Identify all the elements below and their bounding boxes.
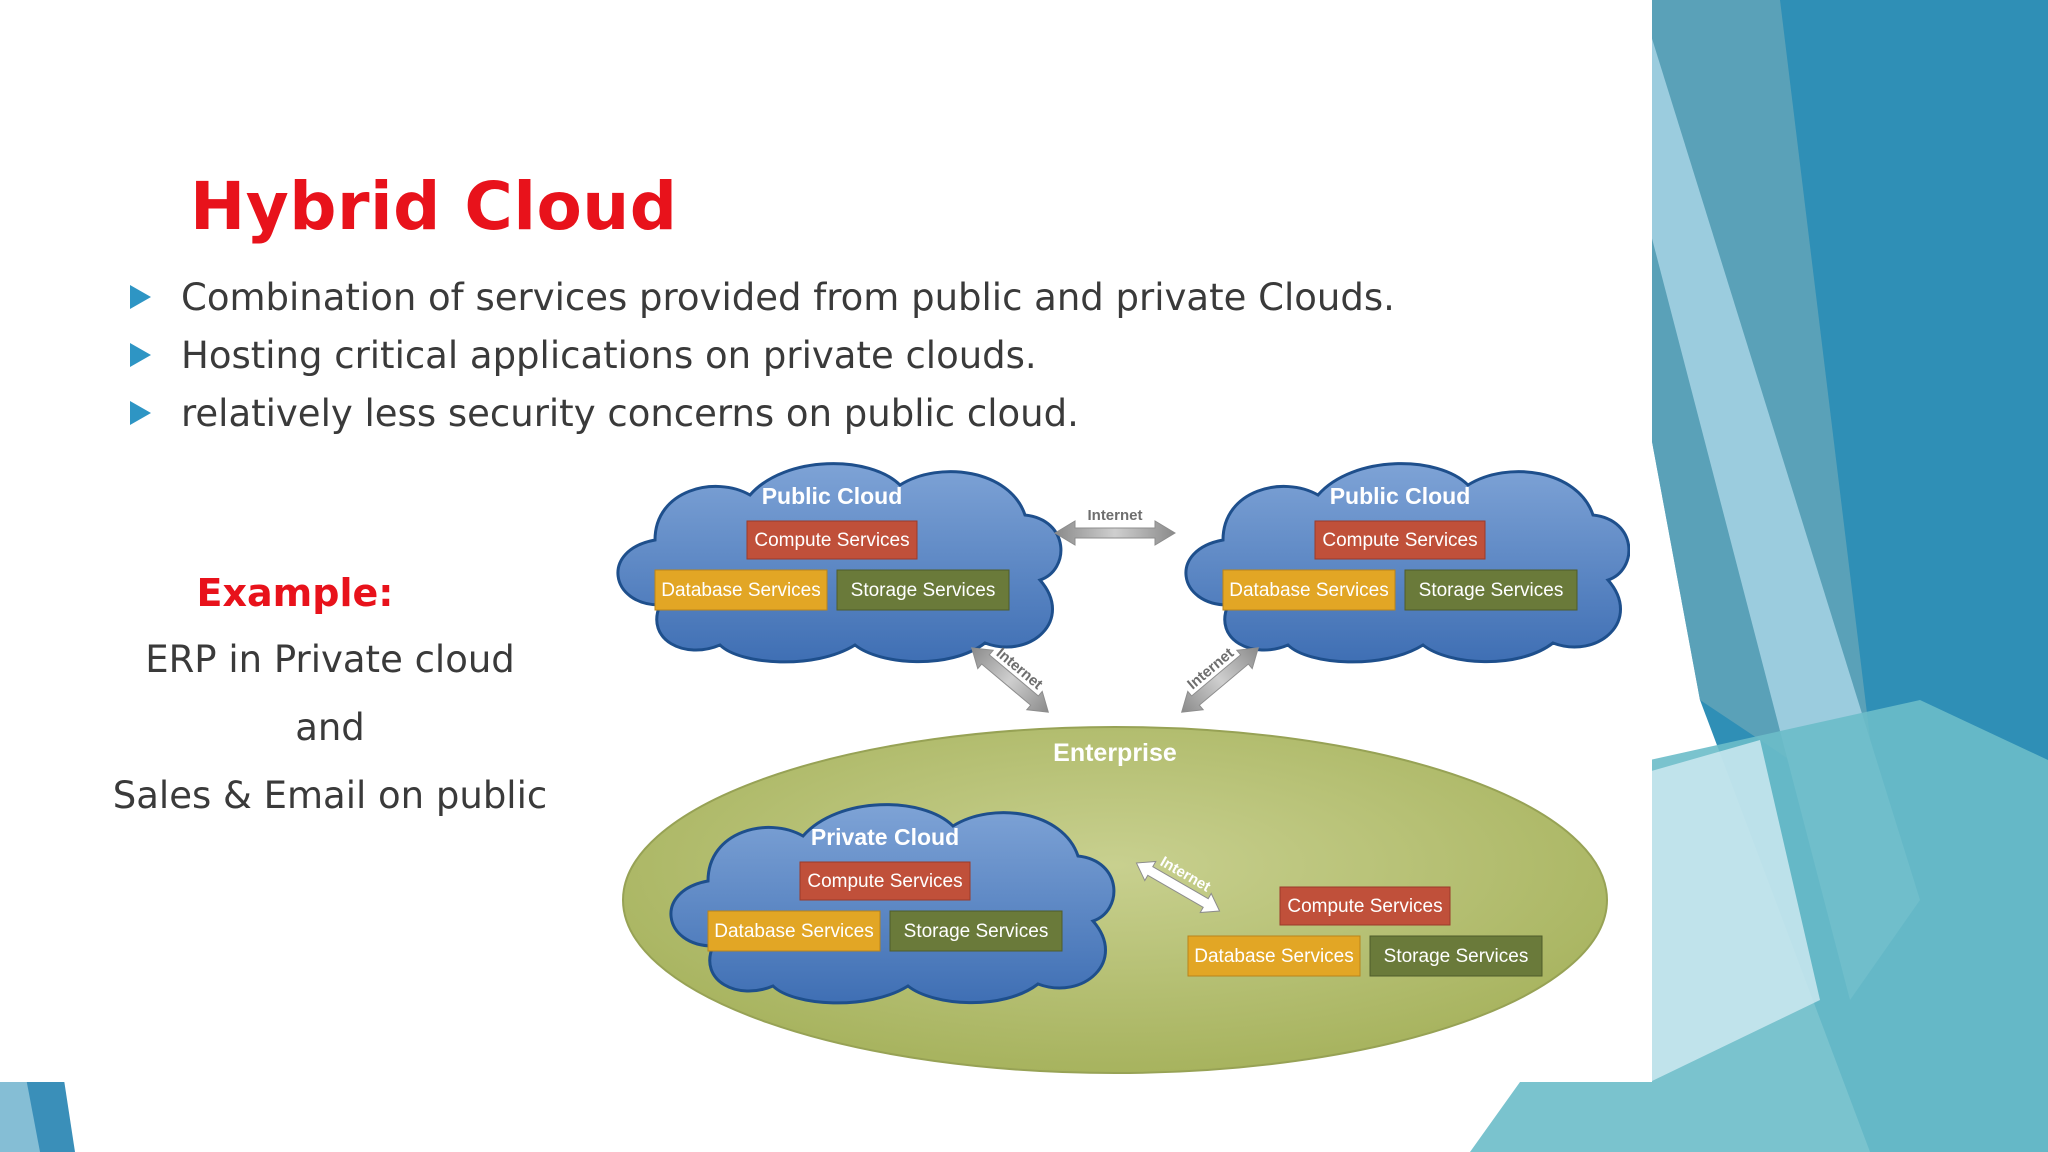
- bg-shape-right-pale: [1620, 740, 1820, 1082]
- internet-link-top: Internet: [1054, 507, 1176, 546]
- double-arrow-icon: [1181, 647, 1259, 713]
- storage-services-label: Storage Services: [1384, 946, 1529, 967]
- example-label: Example:: [196, 571, 394, 615]
- slide-title: Hybrid Cloud: [190, 168, 678, 245]
- storage-services-box: [1369, 935, 1543, 977]
- storage-services-box: [1404, 569, 1578, 611]
- storage-services-label: Storage Services: [1419, 580, 1564, 601]
- example-line: ERP in Private cloud: [145, 638, 515, 681]
- enterprise-title: Enterprise: [1053, 739, 1177, 767]
- cloud-title: Public Cloud: [762, 483, 903, 509]
- bullet-item: Hosting critical applications on private…: [130, 326, 1395, 384]
- database-services-box: [707, 910, 881, 952]
- double-arrow-icon: [971, 647, 1049, 713]
- enterprise-services: Compute Services Database Services Stora…: [1187, 886, 1543, 977]
- private-cloud: Private Cloud Compute Services Database …: [669, 803, 1116, 1005]
- storage-services-label: Storage Services: [904, 921, 1049, 942]
- example-block: Example: ERP in Private cloud and Sales …: [100, 560, 560, 830]
- compute-services-label: Compute Services: [807, 871, 962, 892]
- bullet-item: relatively less security concerns on pub…: [130, 384, 1395, 442]
- compute-services-box: [1314, 520, 1486, 560]
- example-line: and: [295, 706, 365, 749]
- database-services-label: Database Services: [714, 921, 873, 942]
- cloud-title: Private Cloud: [811, 824, 959, 850]
- cloud-title: Public Cloud: [1330, 483, 1471, 509]
- storage-services-box: [889, 910, 1063, 952]
- bullet-item: Combination of services provided from pu…: [130, 268, 1395, 326]
- compute-services-label: Compute Services: [754, 530, 909, 551]
- database-services-box: [1222, 569, 1396, 611]
- storage-services-box: [836, 569, 1010, 611]
- compute-services-label: Compute Services: [1287, 896, 1442, 917]
- compute-services-box: [799, 861, 971, 901]
- cloud-shape: [1184, 462, 1630, 664]
- storage-services-label: Storage Services: [851, 580, 996, 601]
- database-services-label: Database Services: [1194, 946, 1353, 967]
- double-arrow-icon: [1135, 860, 1221, 914]
- triangle-bullet-icon: [130, 343, 151, 367]
- compute-services-box: [746, 520, 918, 560]
- database-services-box: [1187, 935, 1361, 977]
- bullet-text: Hosting critical applications on private…: [181, 333, 1037, 377]
- public-cloud-right: Public Cloud Compute Services Database S…: [1184, 462, 1630, 664]
- database-services-label: Database Services: [1229, 580, 1388, 601]
- compute-services-label: Compute Services: [1322, 530, 1477, 551]
- compute-services-box: [1279, 886, 1451, 926]
- bullet-text: Combination of services provided from pu…: [181, 275, 1395, 319]
- bullet-list: Combination of services provided from pu…: [130, 268, 1395, 442]
- double-arrow-icon: [1054, 520, 1176, 546]
- public-cloud-left: Public Cloud Compute Services Database S…: [616, 462, 1063, 664]
- internet-label: Internet: [1087, 507, 1142, 524]
- cloud-shape: [669, 803, 1116, 1005]
- example-line: Sales & Email on public: [112, 774, 548, 817]
- cloud-shape: [616, 462, 1063, 664]
- database-services-box: [654, 569, 828, 611]
- hybrid-cloud-diagram: Enterprise Public Cloud Compute Services…: [616, 462, 1630, 1074]
- content-panel-corner: [1570, 0, 1652, 500]
- triangle-bullet-icon: [130, 401, 151, 425]
- triangle-bullet-icon: [130, 285, 151, 309]
- database-services-label: Database Services: [661, 580, 820, 601]
- bullet-text: relatively less security concerns on pub…: [181, 391, 1079, 435]
